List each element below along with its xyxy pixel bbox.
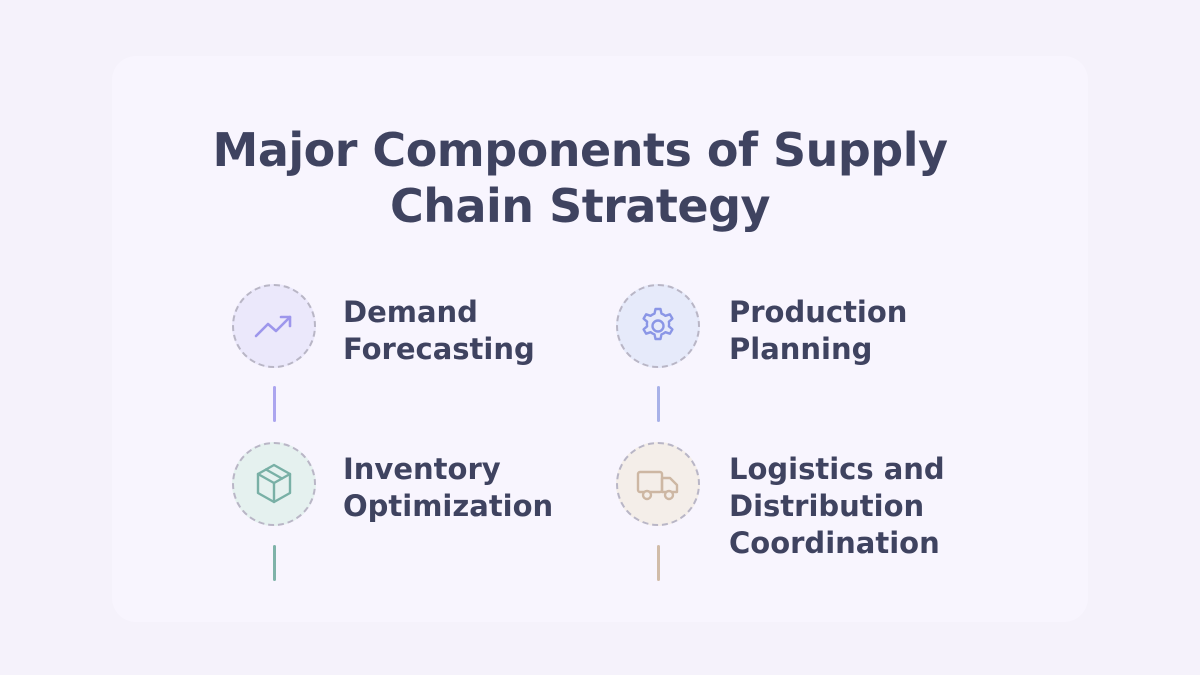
demand-forecasting-label: Demand Forecasting [343,295,535,366]
inventory-optimization-label: Inventory Optimization [343,452,554,523]
box-icon [256,463,292,504]
gear-icon [642,307,674,341]
demand-forecasting-node [232,284,316,368]
logistics-distribution-label: Logistics and Distribution Coordination [729,452,945,560]
diagram-title: Major Components of Supply Chain Strateg… [212,123,948,233]
truck-icon [636,470,679,501]
demand-forecasting-connector [273,386,276,422]
inventory-optimization-node [232,442,316,526]
production-planning-node [616,284,700,368]
production-planning-connector [657,386,660,422]
inventory-optimization-connector [273,545,276,581]
logistics-distribution-connector [657,545,660,581]
trend-up-icon [254,315,292,338]
logistics-distribution-node [616,442,700,526]
production-planning-label: Production Planning [729,295,908,366]
